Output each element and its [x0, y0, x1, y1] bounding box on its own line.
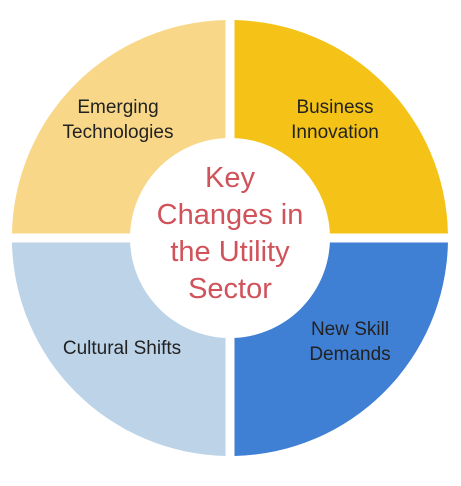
quadrant-label-line: Cultural Shifts — [62, 338, 182, 359]
quadrant-label-line: Business — [296, 97, 374, 118]
quadrant-label-line: Technologies — [62, 122, 174, 143]
quadrant-label-line: New Skill — [310, 319, 390, 340]
quadrant-label-emerging-technologies: Emerging Technologies — [38, 95, 198, 145]
quadrant-label-line: Innovation — [291, 122, 379, 143]
quadrant-label-line: Emerging — [77, 97, 159, 118]
quadrant-label-new-skill-demands: New Skill Demands — [270, 317, 430, 367]
center-circle — [130, 138, 330, 338]
center-title-line-1: Key — [205, 162, 255, 194]
quadrant-label-cultural-shifts: Cultural Shifts — [32, 336, 212, 361]
quadrant-label-business-innovation: Business Innovation — [255, 95, 415, 145]
center-title-line-4: Sector — [188, 273, 272, 305]
center-title-line-3: the Utility — [170, 236, 290, 268]
quadrant-label-line: Demands — [309, 344, 391, 365]
center-title: Key Changes in the Utility Sector — [130, 160, 330, 308]
center-title-line-2: Changes in — [156, 199, 304, 231]
